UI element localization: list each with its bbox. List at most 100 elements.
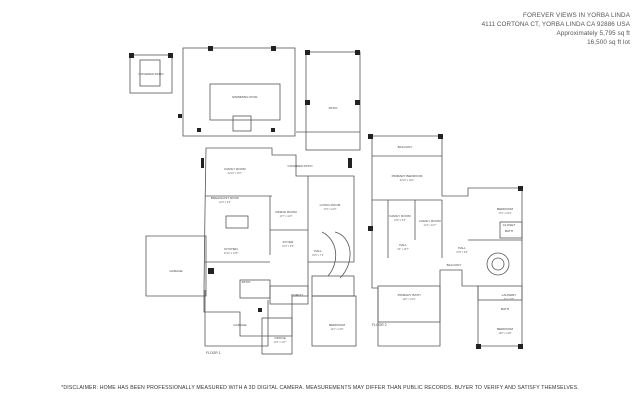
label-porch: PORCH <box>291 293 302 297</box>
label-family-room-b: FAMILY ROOM <box>419 219 441 223</box>
column <box>258 308 262 312</box>
dim-hall-a: 4'3" x 10'7" <box>397 248 409 251</box>
label-bedroom-b: BEDROOM <box>497 327 513 331</box>
label-breakfast-nook: BREAKFAST NOOK <box>211 196 240 200</box>
dim-bedroom-b: 14'8" x 14'8" <box>498 332 511 335</box>
dim-living-room: 17'6" x 19'3" <box>323 208 336 211</box>
listing-area: Approximately 5,795 sq ft <box>556 30 630 37</box>
label-family-room-a: FAMILY ROOM <box>389 214 411 218</box>
kitchen-island <box>225 215 249 229</box>
bath-a-outline <box>499 221 523 239</box>
primary-bath-outline <box>377 285 441 323</box>
label-floor2: FLOOR 2 <box>372 323 387 327</box>
column <box>368 226 373 231</box>
label-hall-a: HALL <box>399 243 407 247</box>
label-family-room: FAMILY ROOM <box>224 167 246 171</box>
listing-lot-size: 16,500 sq ft lot <box>587 39 630 46</box>
label-garage-bottom: GARAGE <box>233 323 246 327</box>
label-swimming-pool: SWIMMING POOL <box>232 95 258 99</box>
bedroom-floor1-outline <box>311 295 357 347</box>
label-patio: PATIO <box>329 106 338 110</box>
stair-circle <box>486 252 510 276</box>
floor1-plan <box>129 47 361 355</box>
label-floor1: FLOOR 1 <box>206 351 221 355</box>
fireplace <box>201 158 204 168</box>
label-garage-left: GARAGE <box>169 269 182 273</box>
label-kitchen: KITCHEN <box>224 247 238 251</box>
label-living-room: LIVING ROOM <box>320 203 341 207</box>
label-bedroom-a: BEDROOM <box>497 207 513 211</box>
dim-hall-b: 37'8" x 6'6" <box>456 251 468 254</box>
hall-floor1-outline <box>311 275 355 297</box>
label-balcony-mid: BALCONY <box>447 263 462 267</box>
label-hall-floor1: HALL <box>314 249 322 253</box>
dim-breakfast-nook: 10'0" x 9'3" <box>219 201 231 204</box>
dim-family-room-b: 11'3" x 10'7" <box>424 224 437 227</box>
dim-bedroom-floor1: 12'1" x 12'9" <box>330 328 343 331</box>
label-bath-b: BATH <box>501 307 509 311</box>
label-foyer: FOYER <box>283 240 294 244</box>
dim-office: 12'3" x 11'7" <box>274 341 287 344</box>
column <box>178 114 182 118</box>
dim-foyer: 10'3" x 9'6" <box>282 245 294 248</box>
stair-circle-inner <box>491 257 505 271</box>
covered-patio-top-outline <box>129 54 173 94</box>
garage-bottom-outline <box>204 290 269 347</box>
label-hall-b: HALL <box>458 246 466 250</box>
stair-curve-inner <box>321 231 336 277</box>
floor1-outer-wall <box>203 147 355 337</box>
column <box>197 128 201 132</box>
label-dining-room: DINING ROOM <box>275 210 297 214</box>
floor2-columns <box>368 134 523 349</box>
floor2-outer-wall <box>371 135 523 347</box>
column <box>208 268 214 274</box>
garage-left-outline <box>145 235 207 297</box>
laundry-outline <box>477 285 523 301</box>
label-closet-a: CLOSET <box>503 223 515 227</box>
listing-title: FOREVER VIEWS IN YORBA LINDA <box>523 12 630 19</box>
spa-small-outline <box>232 115 252 132</box>
dim-laundry: 6'1" x 5'5" <box>504 298 515 301</box>
column <box>271 46 276 51</box>
dim-hall-floor1: 15'6" x 7'2" <box>312 254 324 257</box>
column <box>438 134 443 139</box>
spa-outline <box>139 59 161 87</box>
column <box>355 50 360 55</box>
disclaimer-text: *DISCLAIMER: HOME HAS BEEN PROFESSIONALL… <box>61 385 579 391</box>
label-covered-patio: COVERED PATIO <box>288 164 314 168</box>
dim-family-room-a: 10'8" x 8'2" <box>394 219 406 222</box>
dim-primary-bath: 12'0" x 21'4" <box>402 298 415 301</box>
column <box>518 344 523 349</box>
floor2-plan <box>371 135 523 347</box>
dim-primary-bedroom: 22'10" x 18'1" <box>400 179 415 182</box>
column <box>271 128 275 132</box>
column <box>355 100 360 105</box>
swimming-pool-outline <box>209 83 281 121</box>
office-outline <box>261 317 293 355</box>
column <box>518 186 523 191</box>
dim-kitchen: 22'10" x 14'5" <box>224 252 239 255</box>
label-patio-mid: PATIO <box>242 280 251 284</box>
dim-bedroom-a: 17'2" x 15'3" <box>498 212 511 215</box>
label-bedroom-floor1: BEDROOM <box>329 323 345 327</box>
label-office: OFFICE <box>274 336 285 340</box>
fireplace <box>348 158 352 168</box>
column <box>208 46 213 51</box>
porch-outline <box>269 285 309 305</box>
label-balcony-top: BALCONY <box>398 145 413 149</box>
label-primary-bedroom: PRIMARY BEDROOM <box>392 174 423 178</box>
pool-deck-outline <box>182 47 296 137</box>
stair-curve <box>334 231 351 279</box>
listing-address: 4111 CORTONA CT, YORBA LINDA CA 92886 US… <box>481 21 630 28</box>
column <box>368 134 373 139</box>
column <box>476 344 481 349</box>
floor1-columns <box>129 46 360 312</box>
column <box>305 50 310 55</box>
label-covered-patio-top: COVERED PATIO <box>139 72 165 76</box>
label-laundry: LAUNDRY <box>502 293 517 297</box>
dim-family-room: 22'10" x 15'7" <box>228 172 243 175</box>
label-primary-bath: PRIMARY BATH <box>398 293 421 297</box>
label-bath-a: BATH <box>505 229 513 233</box>
dim-dining-room: 13'7" x 11'3" <box>280 215 293 218</box>
